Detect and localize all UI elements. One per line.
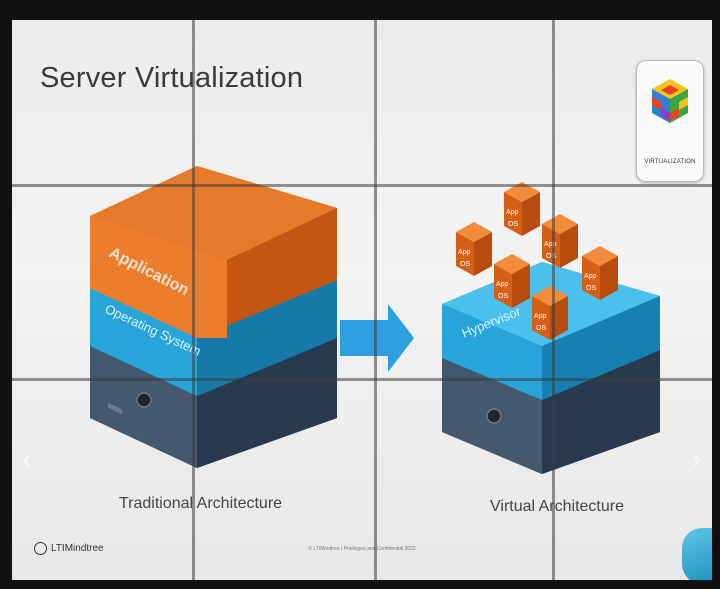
vm-cube: App OS (494, 254, 530, 308)
screen-bezel (12, 378, 712, 381)
traditional-caption: Traditional Architecture (119, 495, 283, 512)
traditional-stack: Operating System Application (90, 166, 337, 468)
vm-cube: App OS (504, 182, 540, 236)
vm-app-label: App (496, 281, 509, 288)
presentation-screen: Server Virtualization VIRTUALIZATION (12, 20, 712, 580)
vm-os-label: OS (546, 253, 556, 260)
power-button-icon (136, 392, 152, 408)
vm-cube: App OS (456, 222, 492, 276)
vm-cube: App OS (532, 286, 568, 340)
previous-slide-icon[interactable]: ‹ (23, 446, 31, 473)
virtualization-logo: VIRTUALIZATION (636, 60, 704, 182)
vm-cube: App OS (542, 214, 578, 268)
slide-footer: © LTIMindtree | Privileged and Confident… (308, 546, 416, 552)
rubik-cube-icon (652, 79, 688, 123)
screen-bezel (374, 20, 377, 580)
vm-os-label: OS (536, 325, 546, 332)
transition-arrow-icon (340, 304, 414, 372)
vm-os-label: OS (586, 285, 596, 292)
vm-app-label: App (506, 209, 519, 216)
vm-app-label: App (584, 273, 597, 280)
screen-bezel (552, 20, 555, 580)
screen-bezel (192, 20, 195, 580)
screen-bezel (12, 184, 712, 187)
next-slide-icon[interactable]: › (693, 446, 701, 473)
vm-os-label: OS (460, 261, 470, 268)
slide-title: Server Virtualization (40, 62, 304, 94)
vm-app-label: App (544, 241, 557, 248)
virtual-power-button-icon (486, 408, 502, 424)
corner-widget (682, 528, 712, 580)
virtual-stack: Hypervisor App OS App OS (442, 182, 660, 474)
vm-app-label: App (534, 313, 547, 320)
vm-cube: App OS (582, 246, 618, 300)
architecture-diagram: Operating System Application (90, 166, 660, 474)
brand-name: LTIMindtree (51, 543, 104, 554)
vm-os-label: OS (508, 221, 518, 228)
brand-logo: LTIMindtree (34, 542, 104, 555)
logo-label: VIRTUALIZATION (644, 159, 696, 165)
vm-app-label: App (458, 249, 471, 256)
virtual-caption: Virtual Architecture (490, 498, 624, 515)
brand-icon (34, 542, 47, 555)
vm-os-label: OS (498, 293, 508, 300)
